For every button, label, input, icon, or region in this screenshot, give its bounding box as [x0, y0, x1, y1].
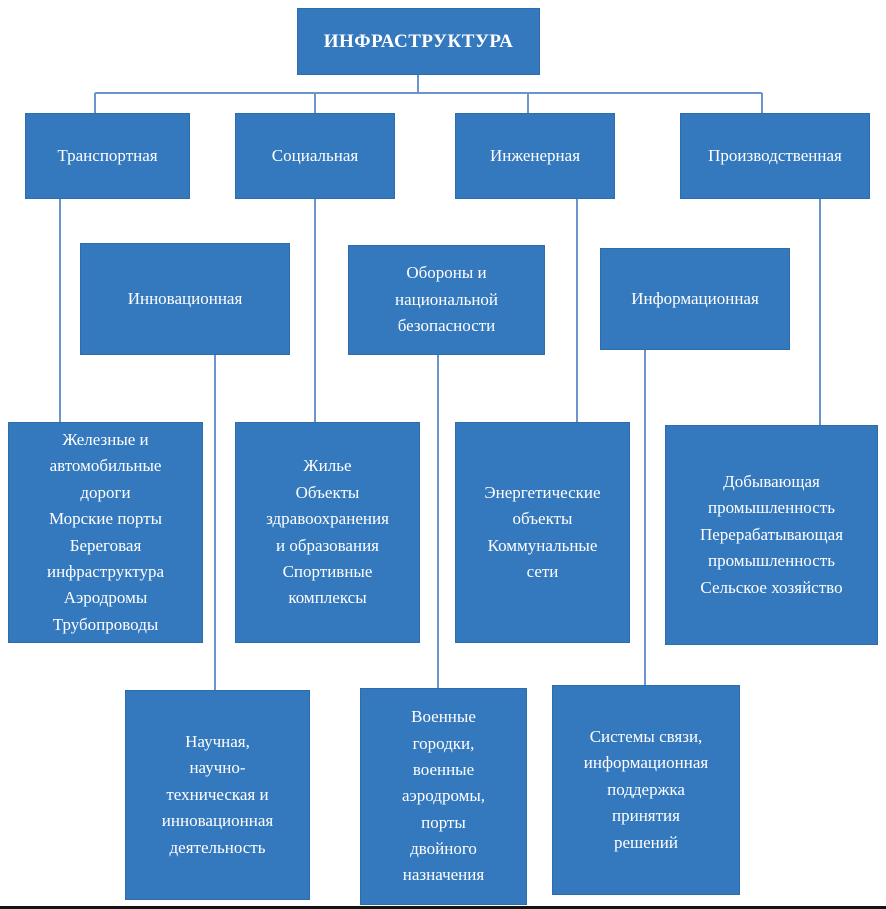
node-production: Производственная [680, 113, 870, 199]
node-social-objects: Жилье Объекты здравоохранения и образова… [235, 422, 420, 643]
node-innovation-objects-label: Научная, научно- техническая и инновацио… [161, 732, 274, 857]
node-production-objects: Добывающая промышленность Перерабатывающ… [665, 425, 878, 645]
node-information-objects-label: Системы связи, информационная поддержка … [583, 727, 709, 852]
node-engineering-label: Инженерная [489, 145, 581, 165]
bottom-border-line [0, 906, 886, 909]
node-innovation: Инновационная [80, 243, 290, 355]
node-engineering: Инженерная [455, 113, 615, 199]
node-engineering-objects: Энергетические объекты Коммунальные сети [455, 422, 630, 643]
node-defense-objects: Военные городки, военные аэродромы, порт… [360, 688, 527, 905]
node-information-label: Информационная [631, 288, 759, 308]
node-defense-objects-label: Военные городки, военные аэродромы, порт… [401, 707, 486, 885]
node-social-objects-label: Жилье Объекты здравоохранения и образова… [266, 456, 389, 608]
node-defense-label: Обороны и национальной безопасности [394, 263, 499, 336]
node-production-objects-label: Добывающая промышленность Перерабатывающ… [699, 472, 844, 597]
node-production-label: Производственная [708, 145, 842, 165]
node-social-label: Социальная [271, 145, 359, 165]
node-infrastructure-label: ИНФРАСТРУКТУРА [323, 30, 514, 52]
node-transport-objects: Железные и автомобильные дороги Морские … [8, 422, 203, 643]
node-transport: Транспортная [25, 113, 190, 199]
node-engineering-objects-label: Энергетические объекты Коммунальные сети [484, 482, 601, 581]
node-infrastructure: ИНФРАСТРУКТУРА [297, 8, 540, 75]
node-innovation-label: Инновационная [127, 288, 243, 308]
node-transport-objects-label: Железные и автомобильные дороги Морские … [47, 430, 164, 634]
node-social: Социальная [235, 113, 395, 199]
node-innovation-objects: Научная, научно- техническая и инновацио… [125, 690, 310, 900]
node-information-objects: Системы связи, информационная поддержка … [552, 685, 740, 895]
node-information: Информационная [600, 248, 790, 350]
node-defense: Обороны и национальной безопасности [348, 245, 545, 355]
node-transport-label: Транспортная [57, 145, 158, 165]
